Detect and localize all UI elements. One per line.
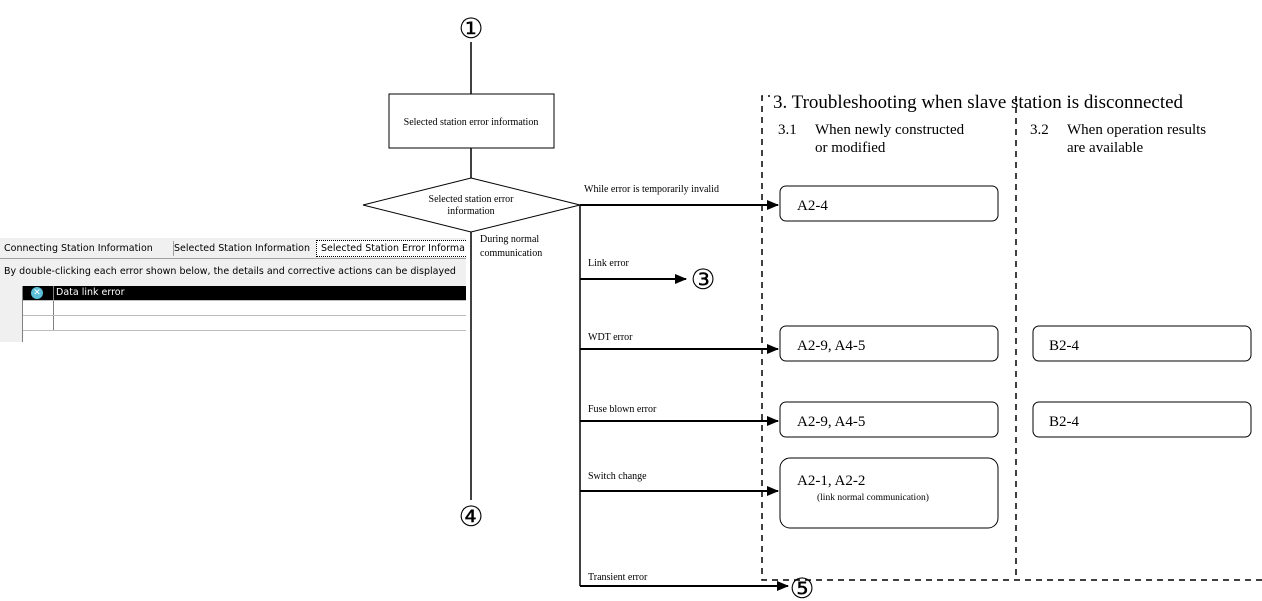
result-box-31-wdt <box>779 325 999 362</box>
start-box <box>388 93 555 149</box>
empty-icon-cell <box>23 316 54 330</box>
branch-label-fuse-error: Fuse blown error <box>588 404 657 415</box>
decision-diamond <box>362 177 581 233</box>
result-box-32-wdt <box>1032 325 1252 362</box>
marker-1: ① <box>458 14 483 45</box>
result-box-31-fuse <box>779 401 999 438</box>
section-frame <box>761 95 1262 581</box>
decision-line2: information <box>447 206 494 217</box>
empty-icon-cell <box>23 301 54 315</box>
start-box-label: Selected station error information <box>404 117 539 128</box>
result-text-31-switch: A2-1, A2-2 <box>797 473 865 489</box>
result-box-31-switch <box>779 457 999 529</box>
error-list: ✕ Data link error <box>22 286 466 342</box>
result-subtext-31-switch: (link normal communication) <box>817 492 929 503</box>
instruction-text: By double-clicking each error shown belo… <box>4 266 456 277</box>
tab-selected-station-info[interactable]: Selected Station Information <box>170 241 319 256</box>
marker-3: ③ <box>690 265 715 296</box>
marker-4: ④ <box>458 502 483 533</box>
error-row[interactable]: ✕ Data link error <box>23 286 466 301</box>
branch-label-switch-change: Switch change <box>588 471 647 482</box>
result-box-32-fuse <box>1032 401 1252 438</box>
result-text-32-wdt: B2-4 <box>1049 338 1080 354</box>
station-error-panel: Connecting Station Information Selected … <box>0 238 466 342</box>
result-box-31-temp-invalid <box>779 185 999 222</box>
col1-line2: or modified <box>815 140 886 156</box>
result-text-32-fuse: B2-4 <box>1049 414 1080 430</box>
error-icon-cell: ✕ <box>23 286 54 300</box>
section-title: 3. Troubleshooting when slave station is… <box>773 92 1184 113</box>
error-row-text: Data link error <box>56 287 125 298</box>
empty-row[interactable] <box>23 316 466 331</box>
branch-label-temp-invalid: While error is temporarily invalid <box>584 184 719 195</box>
col2-number: 3.2 <box>1030 122 1049 138</box>
branch-label-link-error: Link error <box>588 258 629 269</box>
branch-label-transient-error: Transient error <box>588 572 648 583</box>
normal-comm-line2: communication <box>480 248 542 259</box>
branch-label-wdt-error: WDT error <box>588 332 633 343</box>
empty-row[interactable] <box>23 301 466 316</box>
col2-line2: are available <box>1067 140 1144 156</box>
tab-bar: Connecting Station Information Selected … <box>0 238 466 259</box>
result-text-31-wdt: A2-9, A4-5 <box>797 338 865 354</box>
decision-line1: Selected station error <box>429 194 515 205</box>
normal-comm-line1: During normal <box>480 234 539 245</box>
marker-5: ⑤ <box>789 574 814 601</box>
tab-connecting-station-info[interactable]: Connecting Station Information <box>0 241 174 256</box>
result-text-31-temp-invalid: A2-4 <box>797 198 828 214</box>
col1-line1: When newly constructed <box>815 122 965 138</box>
error-x-icon: ✕ <box>31 287 43 299</box>
tab-selected-station-error-info[interactable]: Selected Station Error Informa <box>316 240 466 257</box>
col2-line1: When operation results <box>1067 122 1206 138</box>
col1-number: 3.1 <box>778 122 797 138</box>
result-text-31-fuse: A2-9, A4-5 <box>797 414 865 430</box>
